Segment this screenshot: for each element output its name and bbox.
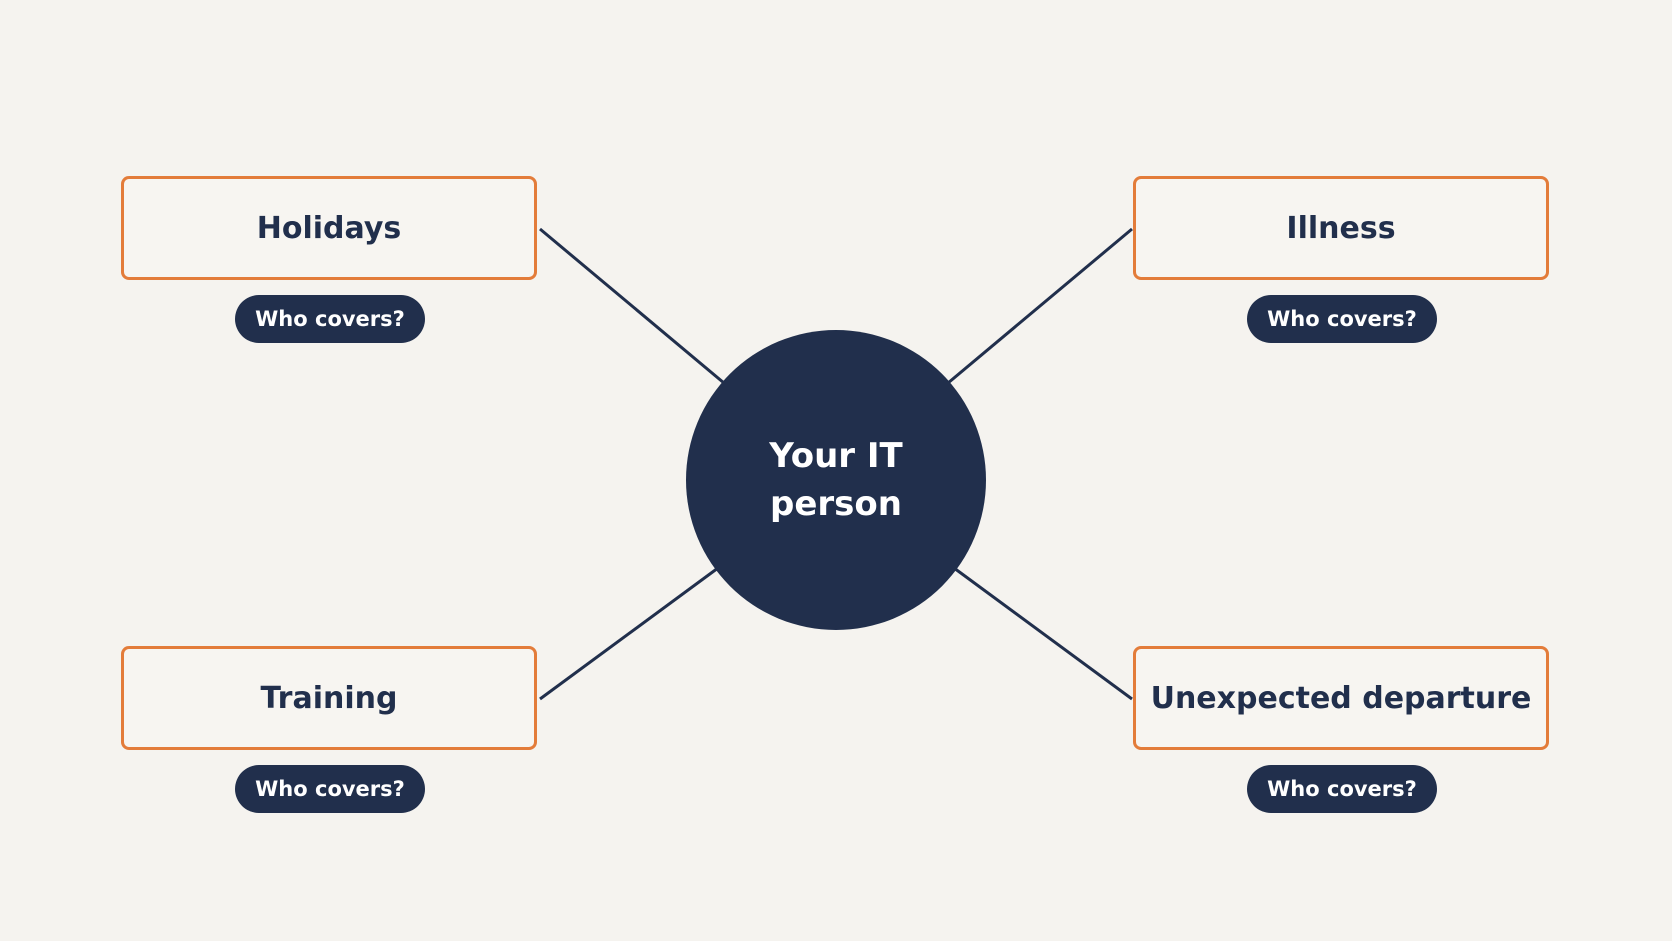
hub-label: Your IT person [741,432,931,528]
who-covers-badge-holidays: Who covers? [235,295,425,343]
who-covers-badge-unexpected-departure: Who covers? [1247,765,1437,813]
who-covers-label-training: Who covers? [255,777,405,801]
connector-illness [947,227,1133,385]
scenario-box-holidays: Holidays [121,176,537,280]
scenario-box-training: Training [121,646,537,750]
connector-training [539,566,719,701]
scenario-label-illness: Illness [1286,210,1396,246]
who-covers-label-unexpected-departure: Who covers? [1267,777,1417,801]
who-covers-label-illness: Who covers? [1267,307,1417,331]
scenario-label-unexpected-departure: Unexpected departure [1150,680,1532,716]
connector-holidays [539,227,725,385]
hub-label-line1: Your IT [769,436,903,476]
who-covers-label-holidays: Who covers? [255,307,405,331]
scenario-box-unexpected-departure: Unexpected departure [1133,646,1549,750]
hub-circle: Your IT person [686,330,986,630]
who-covers-badge-illness: Who covers? [1247,295,1437,343]
scenario-label-holidays: Holidays [256,210,402,246]
hub-label-line2: person [770,484,902,524]
connector-unexpected-departure [953,566,1133,701]
scenario-box-illness: Illness [1133,176,1549,280]
who-covers-badge-training: Who covers? [235,765,425,813]
scenario-label-training: Training [260,680,398,716]
